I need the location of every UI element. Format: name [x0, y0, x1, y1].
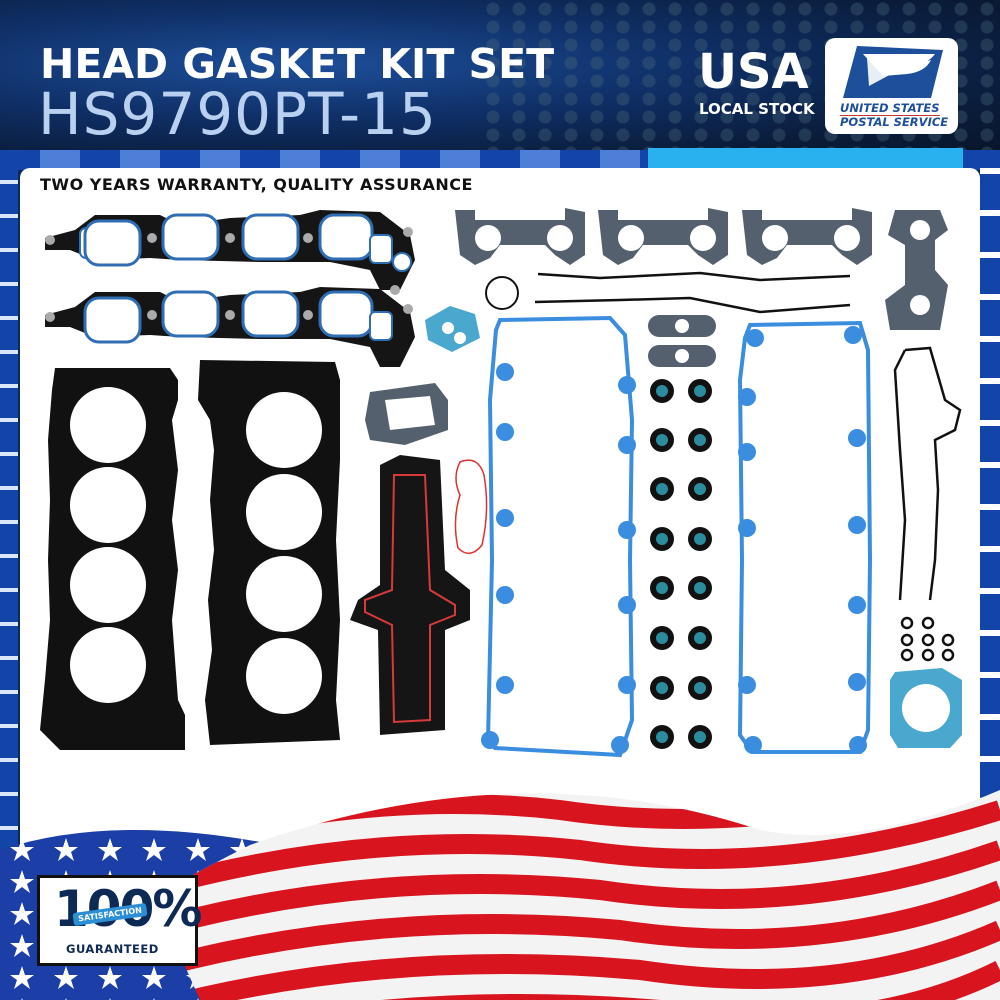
part-number: HS9790PT-15 [38, 80, 437, 148]
usps-line1: UNITED STATES [840, 101, 940, 116]
throttle-body-gasket [890, 668, 962, 748]
frame-right [980, 150, 1000, 870]
cylinder-head-gasket [198, 360, 340, 745]
warranty-tagline: TWO YEARS WARRANTY, QUALITY ASSURANCE [40, 175, 473, 194]
valve-stem-seals [650, 379, 712, 749]
valve-cover-gasket [485, 315, 873, 758]
usps-line2: POSTAL SERVICE [840, 115, 949, 129]
product-title: HEAD GASKET KIT SET [40, 40, 555, 88]
usps-eagle-icon [843, 46, 943, 98]
product-image [40, 208, 962, 758]
intake-manifold-gasket [45, 210, 415, 295]
timing-cover-gasket [534, 271, 962, 601]
local-stock-label: LOCAL STOCK [699, 100, 815, 118]
satisfaction-guarantee-badge: 100% SATISFACTION GUARANTEED [37, 875, 202, 966]
intake-manifold-gasket [45, 287, 415, 367]
badge-label: GUARANTEED [66, 942, 159, 956]
o-rings [900, 616, 955, 662]
usps-logo: UNITED STATES POSTAL SERVICE [825, 38, 958, 134]
cylinder-head-gasket [40, 368, 185, 750]
egr-gasket [425, 276, 519, 352]
frame-left [0, 150, 18, 850]
upper-intake-gasket [350, 383, 488, 735]
usa-stock-label: USA [698, 44, 809, 100]
